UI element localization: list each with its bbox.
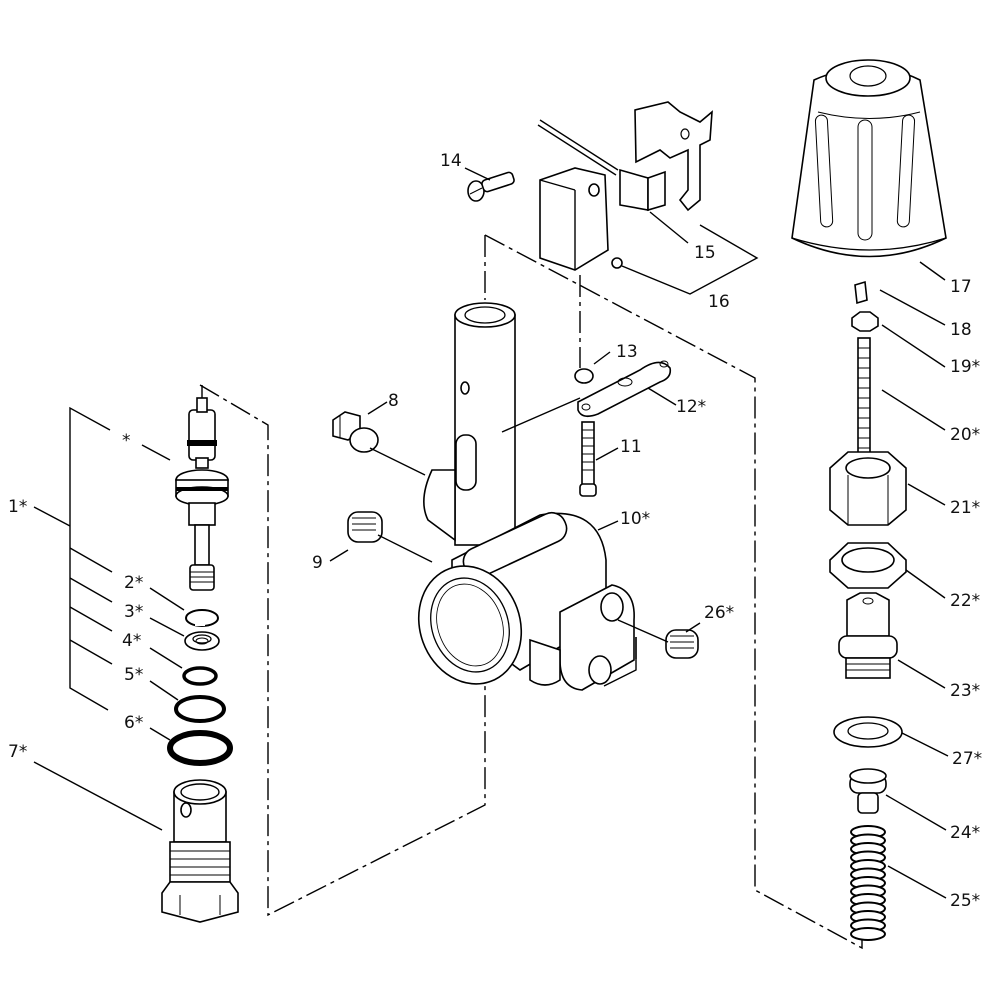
callout-labels: 1* * 2* 3* 4* 5* 6* 7* 8 9 10* 11 12* 13… [8, 151, 982, 911]
callout-3: 3* [124, 602, 143, 622]
callout-21: 21* [950, 498, 980, 518]
screw-long [579, 421, 597, 497]
callout-18: 18 [950, 320, 972, 340]
callout-17: 17 [950, 277, 972, 297]
screw-short [467, 171, 515, 202]
callout-9: 9 [312, 553, 323, 573]
callout-23: 23* [950, 681, 980, 701]
snap-ring [185, 609, 219, 627]
fitting [332, 411, 379, 453]
callout-5: 5* [124, 665, 143, 685]
leader-lines [33, 167, 949, 899]
callout-25: 25* [950, 891, 980, 911]
callout-11: 11 [620, 437, 642, 457]
callout-12: 12* [676, 397, 706, 417]
valve-seat [161, 779, 239, 923]
spring-coil [850, 927, 886, 941]
adjusting-nut [829, 451, 907, 526]
callout-22: 22* [950, 591, 980, 611]
callout-14: 14 [440, 151, 462, 171]
callout-6: 6* [124, 713, 143, 733]
backup-ring [184, 631, 220, 651]
callout-15: 15 [694, 243, 716, 263]
nut [574, 368, 594, 384]
callout-1: 1* [8, 497, 27, 517]
callout-16: 16 [708, 292, 730, 312]
callout-2: 2* [124, 573, 143, 593]
callout-7: 7* [8, 742, 27, 762]
micro-switch-bracket [537, 101, 713, 212]
seal-rings [167, 609, 233, 766]
plug [347, 511, 383, 543]
washer [833, 716, 903, 748]
kit-bracket [33, 406, 113, 711]
o-ring-medium [174, 695, 226, 723]
spring [850, 825, 886, 941]
jam-nut [829, 542, 907, 589]
plug-small [665, 629, 699, 659]
adjustment-knob-cap [791, 59, 947, 258]
callout-10: 10* [620, 509, 650, 529]
valve-body [417, 302, 635, 691]
threaded-rod [857, 337, 871, 464]
piston [849, 768, 887, 814]
retaining-clip [854, 280, 868, 305]
o-ring-large [167, 730, 233, 766]
piston-cylinder [838, 592, 898, 679]
callout-20: 20* [950, 425, 980, 445]
callout-8: 8 [388, 391, 399, 411]
switch-housing [539, 167, 623, 271]
callout-27: 27* [952, 749, 982, 769]
lock-nut [851, 311, 879, 332]
callout-4: 4* [122, 631, 141, 651]
callout-26: 26* [704, 603, 734, 623]
valve-stem-assembly [175, 385, 229, 591]
callout-star: * [122, 431, 131, 451]
callout-13: 13 [616, 342, 638, 362]
callout-24: 24* [950, 823, 980, 843]
o-ring-small [182, 666, 218, 686]
callout-19: 19* [950, 357, 980, 377]
lever-plate [577, 360, 672, 418]
